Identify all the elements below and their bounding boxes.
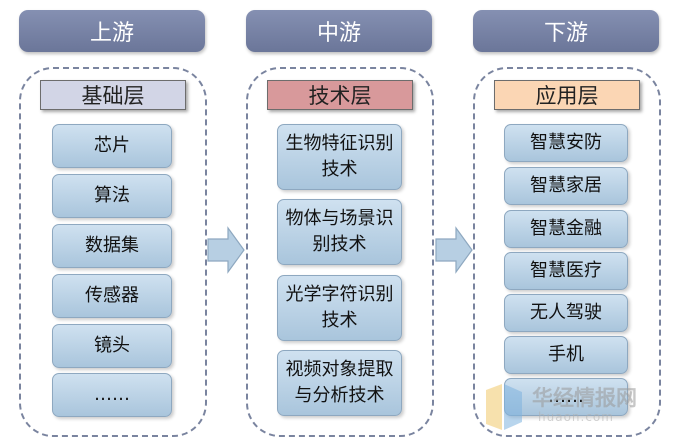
downstream-item: …… [504, 378, 628, 416]
tech-layer-label: 技术层 [267, 80, 413, 110]
upstream-item: 数据集 [52, 224, 172, 268]
upstream-column [19, 67, 207, 437]
midstream-item: 光学字符识别技术 [277, 275, 402, 341]
right-arrow-icon [207, 226, 245, 274]
midstream-item: 物体与场景识别技术 [277, 199, 402, 265]
downstream-item: 智慧金融 [504, 210, 628, 248]
upstream-item: 算法 [52, 174, 172, 218]
downstream-column [473, 67, 661, 437]
watermark: 华经情报网 huaon.com [480, 378, 670, 440]
base-layer-label: 基础层 [40, 80, 186, 110]
right-arrow-icon [435, 226, 473, 274]
downstream-item: 智慧家居 [504, 167, 628, 205]
midstream-item: 生物特征识别技术 [277, 124, 402, 190]
downstream-item: 智慧安防 [504, 124, 628, 162]
midstream-header: 中游 [246, 10, 432, 52]
downstream-item: 手机 [504, 336, 628, 374]
upstream-item: 传感器 [52, 274, 172, 318]
midstream-column [246, 67, 434, 437]
app-layer-label: 应用层 [494, 80, 640, 110]
upstream-header: 上游 [19, 10, 205, 52]
midstream-item: 视频对象提取与分析技术 [277, 350, 402, 416]
downstream-item: 智慧医疗 [504, 252, 628, 290]
downstream-item: 无人驾驶 [504, 294, 628, 332]
downstream-header: 下游 [473, 10, 659, 52]
watermark-en: huaon.com [538, 410, 614, 424]
logo-icon [486, 384, 522, 430]
watermark-cn: 华经情报网 [532, 386, 637, 410]
upstream-item: 镜头 [52, 324, 172, 368]
upstream-item: …… [52, 373, 172, 417]
upstream-item: 芯片 [52, 124, 172, 168]
